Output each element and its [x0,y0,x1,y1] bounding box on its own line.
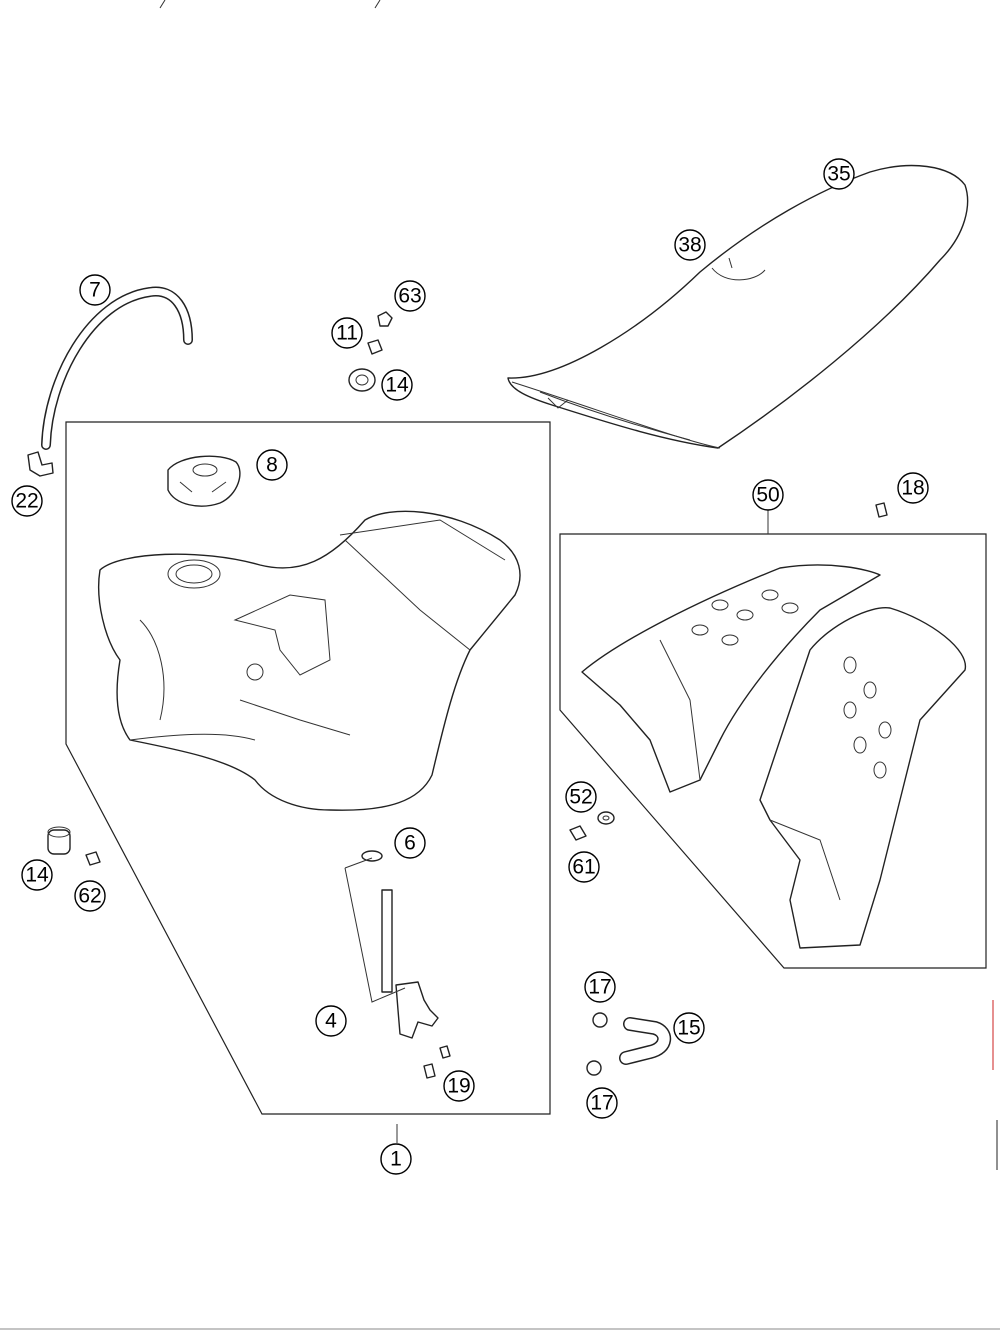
svg-text:19: 19 [447,1075,470,1098]
svg-text:35: 35 [827,163,850,186]
spoiler-left-part [581,564,881,793]
seat-part [507,164,969,449]
spoiler-assembly-frame [559,533,987,969]
svg-text:17: 17 [590,1092,613,1115]
svg-text:8: 8 [266,454,278,477]
svg-text:17: 17 [588,976,611,999]
svg-text:38: 38 [678,234,701,257]
callout-52: 52 [565,781,597,813]
fuel-tap-part [344,857,439,1039]
svg-text:4: 4 [325,1010,337,1033]
header-fragment [159,0,381,9]
svg-text:62: 62 [78,885,101,908]
bolt-hardware-top [348,311,393,392]
fuel-tank-part [98,510,521,811]
callout-18: 18 [897,472,929,504]
svg-text:52: 52 [569,786,592,809]
callout-1: 1 [380,1143,412,1175]
svg-text:6: 6 [404,832,416,855]
fuel-cap-part [167,455,241,507]
screw-18 [875,502,888,518]
svg-text:14: 14 [385,374,409,397]
washer-screw-52-61 [569,811,615,841]
callout-7: 7 [79,274,111,306]
svg-text:50: 50 [756,484,779,507]
hose-clamp-15-17 [586,1012,672,1076]
svg-text:7: 7 [89,279,101,302]
callout-63: 63 [394,280,426,312]
callout-labels: 35 38 7 63 11 14 22 8 50 18 52 61 6 14 6… [11,158,929,1175]
svg-text:61: 61 [572,856,595,879]
callout-8: 8 [256,449,288,481]
callout-50: 50 [752,479,784,511]
callout-14a: 14 [381,369,413,401]
leader-lines [396,257,769,1143]
o-ring-part [361,850,383,862]
svg-text:63: 63 [398,285,421,308]
svg-text:22: 22 [15,490,38,513]
callout-17a: 17 [584,971,616,1003]
spoiler-right-part [759,607,966,949]
callout-6: 6 [394,827,426,859]
callout-4: 4 [315,1005,347,1037]
hose-elbow-part [27,451,54,477]
tank-assembly-frame [65,421,551,1115]
svg-text:18: 18 [901,477,924,500]
callout-61: 61 [568,851,600,883]
callout-17b: 17 [586,1087,618,1119]
callout-14b: 14 [21,859,53,891]
breather-hose-part [41,286,193,450]
svg-text:14: 14 [25,864,49,887]
callout-19: 19 [443,1070,475,1102]
callout-62: 62 [74,880,106,912]
svg-text:15: 15 [677,1017,700,1040]
callout-38: 38 [674,229,706,261]
callout-15: 15 [673,1012,705,1044]
svg-text:1: 1 [390,1148,402,1171]
callout-35: 35 [823,158,855,190]
callout-11: 11 [331,317,363,349]
spacer-bolt-left [47,826,101,866]
screws-19 [423,1045,451,1079]
callout-22: 22 [11,485,43,517]
svg-text:11: 11 [336,322,358,345]
